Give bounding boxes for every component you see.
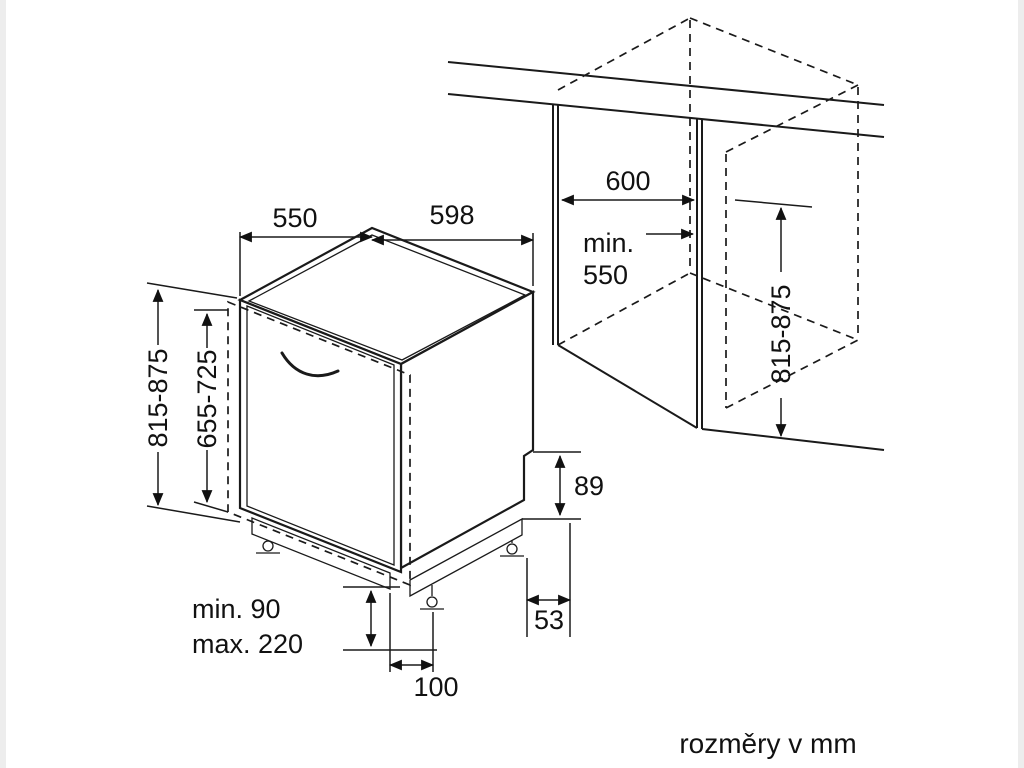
label-height-overall: 815-875 [143,348,173,447]
dim-niche-height-right: 815-875 [734,199,813,438]
plinth [251,517,523,598]
adjustable-foot-left [256,540,280,554]
label-rear-foot: 53 [534,605,564,635]
door-handle-icon [280,351,340,378]
dishwasher-drawing [227,226,536,610]
dim-rear-foot: 53 [525,523,572,637]
label-niche-depth-value: 550 [583,260,628,290]
label-width-top: 598 [429,200,474,230]
label-feet-min: min. 90 [192,594,281,624]
top-face-inset [247,234,527,361]
dim-niche-width: 600 [560,166,696,206]
units-note: rozměry v mm [679,728,856,759]
label-base-rear: 89 [574,471,604,501]
dim-height-left: 815-875 [143,282,241,523]
label-depth-top: 550 [272,203,317,233]
niche-left-wall [552,104,559,345]
label-niche-width: 600 [605,166,650,196]
label-niche-depth-prefix: min. [583,228,634,258]
niche-right-wall [696,119,703,429]
dim-niche-depth: min. 550 [583,228,695,290]
door-inset [246,305,395,566]
dim-front-foot: 100 [388,593,459,702]
label-feet-max: max. 220 [192,629,303,659]
niche-dashed-volume [557,17,859,409]
countertop [447,61,885,138]
dim-base-rear: 89 [522,451,604,520]
dim-feet-adjust: min. 90 max. 220 [192,586,437,659]
dim-top-depth: 550 [238,203,374,296]
label-niche-height-right: 815-875 [766,284,796,383]
kitchen-niche-drawing [447,17,885,451]
adjustable-foot-right [500,540,524,557]
label-panel-height: 655-725 [192,349,222,448]
dim-top-width: 598 [370,200,535,286]
label-front-foot: 100 [413,672,458,702]
adjustable-foot-front [420,585,444,610]
niche-floor [557,344,885,451]
door-front-face [238,298,403,574]
dim-panel-height: 655-725 [192,309,229,513]
